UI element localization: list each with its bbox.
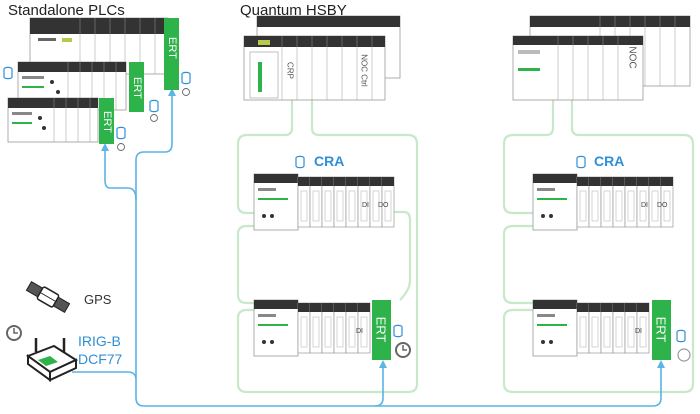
do-label-right-top: DO xyxy=(657,202,668,209)
cra-label-left: CRA xyxy=(314,153,345,169)
arrowheads xyxy=(101,88,665,368)
standalone-plcs-title: Standalone PLCs xyxy=(8,2,125,19)
ert-label-1: ERT xyxy=(166,37,178,59)
ert-module-right xyxy=(652,300,671,360)
cra-rack-right-top xyxy=(532,173,674,231)
database-icon xyxy=(576,155,586,169)
ert-module-3 xyxy=(99,98,114,144)
database-icon xyxy=(116,126,126,140)
crp-label: CRP xyxy=(285,62,295,79)
noc-label: NOC xyxy=(626,46,638,69)
gps-label: GPS xyxy=(84,292,112,307)
ert-label-left: ERT xyxy=(373,316,389,343)
database-icon xyxy=(676,329,686,343)
di-label-right-bottom: DI xyxy=(635,328,642,335)
satellite-icon xyxy=(25,280,71,314)
noc-ctrl-label: NOC Ctrl xyxy=(359,54,369,87)
di-label-left-bottom: DI xyxy=(356,328,363,335)
quantum-hsby-front xyxy=(243,35,386,101)
quantum-hsby-title: Quantum HSBY xyxy=(240,2,347,19)
database-icon xyxy=(181,71,191,85)
database-icon xyxy=(393,324,403,338)
cra-label-right: CRA xyxy=(594,153,625,169)
time-sync-network xyxy=(72,92,662,407)
di-label-left-top: DI xyxy=(362,202,369,209)
ethernet-ring-left xyxy=(236,100,419,394)
ert-label-right: ERT xyxy=(653,316,669,343)
standalone-plc-bottom xyxy=(7,97,99,143)
cra-rack-left-top xyxy=(253,173,395,231)
ert-module-left xyxy=(372,300,391,360)
dcf77-label: DCF77 xyxy=(78,351,123,367)
cra-rack-right-bottom xyxy=(532,299,650,357)
clock-icon xyxy=(6,88,691,362)
do-label-left-top: DO xyxy=(378,202,389,209)
ert-label-3: ERT xyxy=(101,111,113,133)
database-icon xyxy=(3,66,13,80)
ert-module-1 xyxy=(164,18,179,90)
cra-rack-left-bottom xyxy=(253,299,371,357)
ert-label-2: ERT xyxy=(131,77,143,99)
irig-b-label: IRIG-B xyxy=(78,333,121,349)
quantum-hsby-right-front xyxy=(512,35,644,101)
ert-module-2 xyxy=(129,62,144,112)
di-label-right-top: DI xyxy=(641,202,648,209)
gps-receiver-icon xyxy=(25,338,79,382)
ethernet-ring-right xyxy=(502,100,695,394)
database-icon xyxy=(149,99,159,113)
database-icon xyxy=(295,155,305,169)
